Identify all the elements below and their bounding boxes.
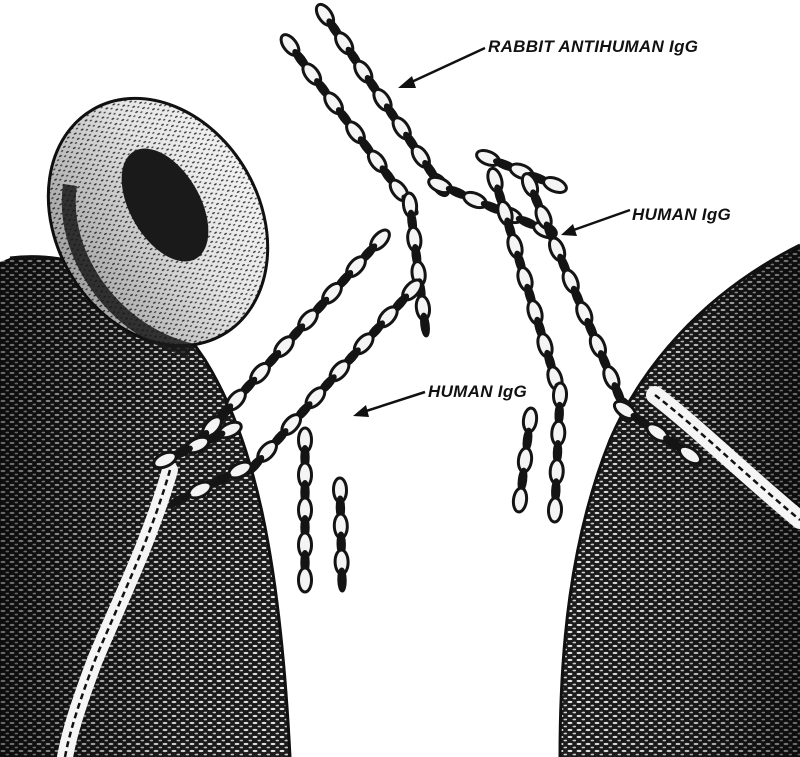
chain-link	[299, 568, 312, 592]
label-rabbit-antihuman-igg: RABBIT ANTIHUMAN IgG	[488, 37, 698, 56]
human-igg-right-arm-b	[519, 171, 635, 423]
human-igg-center-stem-a	[299, 428, 312, 592]
human-igg-center-stem-b	[333, 478, 348, 591]
label-human-igg-center: HUMAN IgG	[428, 382, 527, 401]
human-igg-right-arm-a	[485, 167, 566, 407]
right-red-cell	[560, 245, 800, 757]
chain-link	[548, 498, 562, 523]
chain-link	[541, 174, 568, 195]
label-arrows	[353, 48, 630, 417]
human-igg-center-arm-b	[245, 277, 425, 476]
human-igg-right-stem-b	[512, 407, 538, 512]
label-human-igg-right: HUMAN IgG	[632, 205, 731, 224]
chain-link	[512, 487, 528, 512]
rabbit-igg-stem-a	[402, 192, 431, 336]
chain-link	[339, 569, 346, 591]
human-igg-right-stem-a	[548, 383, 567, 523]
